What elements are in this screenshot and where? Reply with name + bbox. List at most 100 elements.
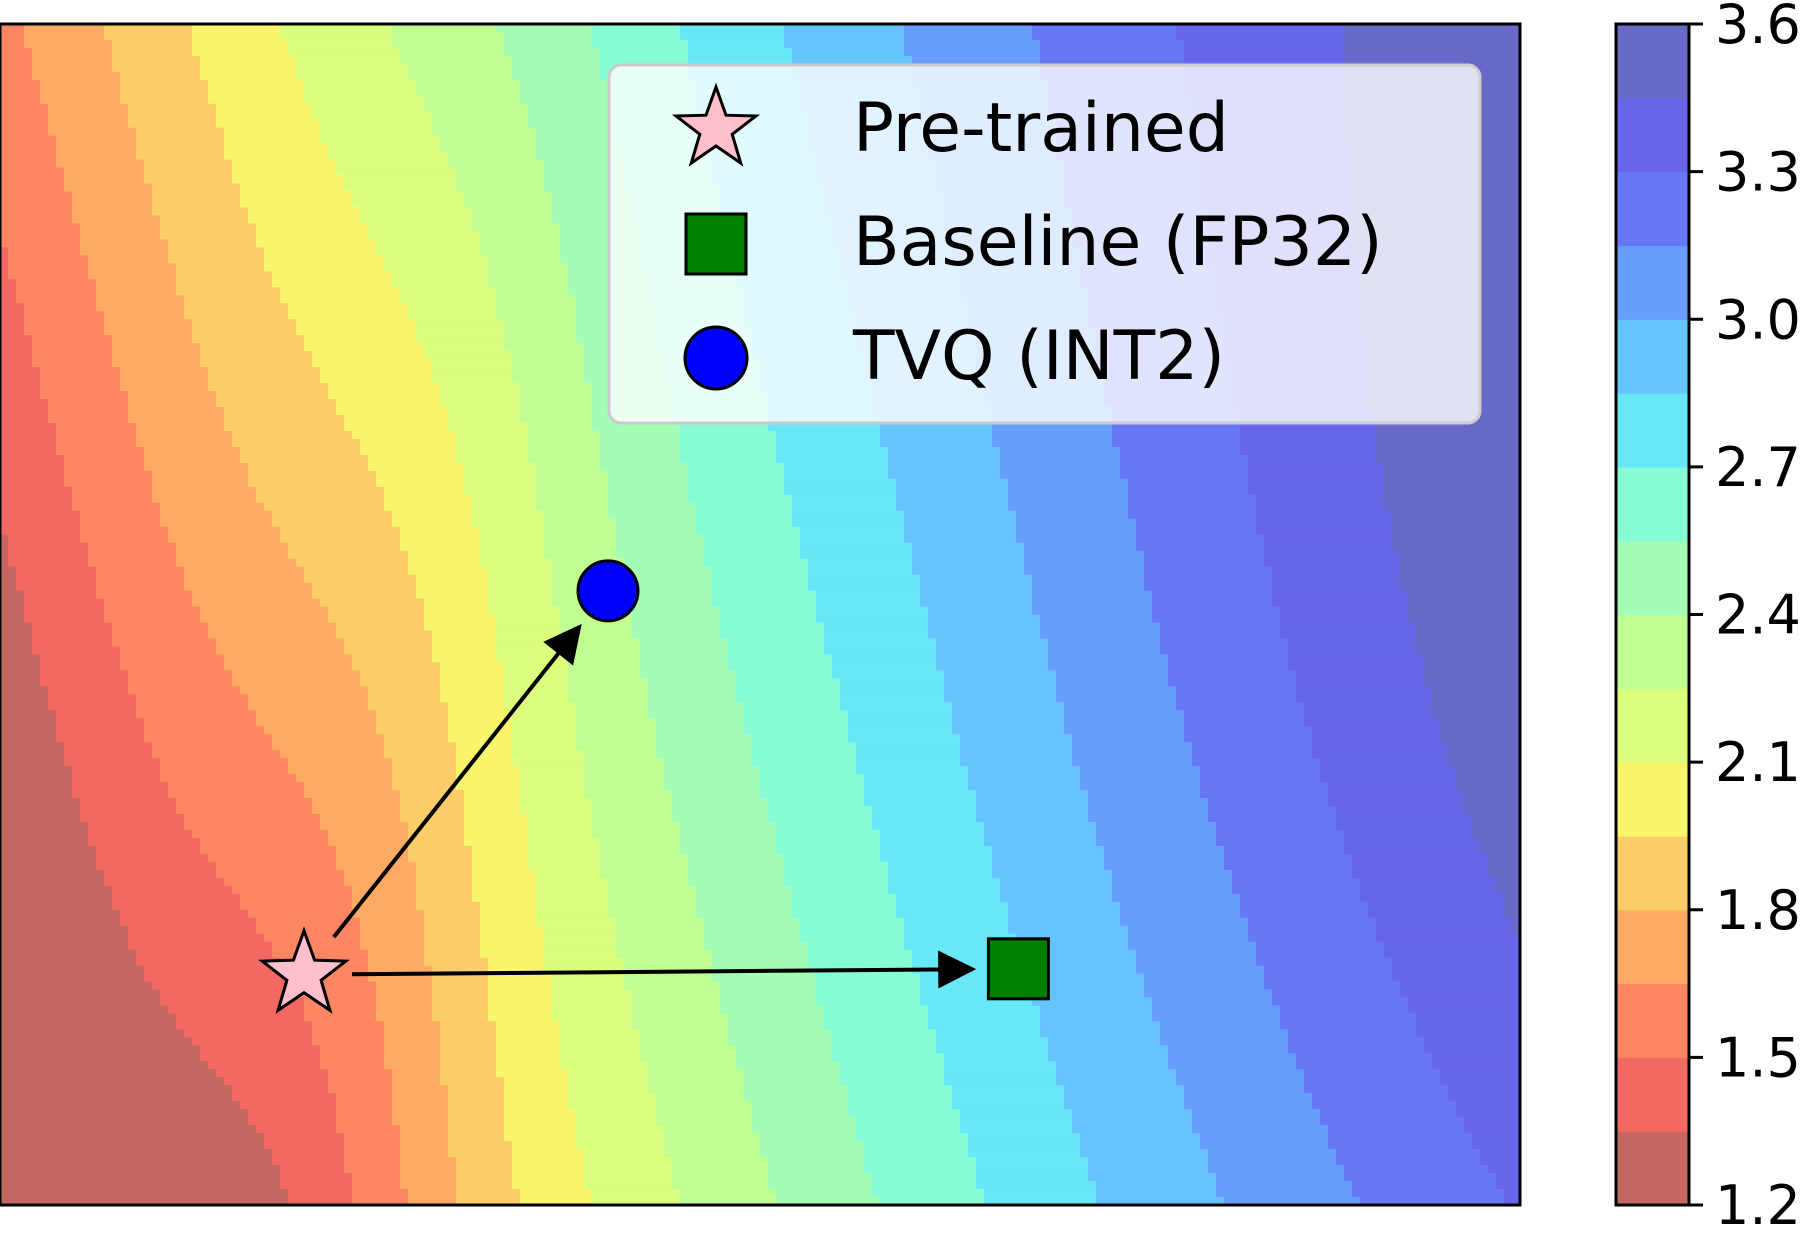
contour-cell [1488, 159, 1497, 169]
contour-cell [80, 111, 89, 121]
contour-cell [416, 207, 425, 217]
contour-cell [312, 87, 321, 97]
contour-cell [560, 207, 569, 217]
contour-cell [712, 31, 721, 41]
contour-cell [272, 199, 281, 209]
contour-cell [144, 39, 153, 49]
contour-cell [344, 63, 353, 73]
contour-cell [1208, 55, 1217, 65]
contour-cell [512, 159, 521, 169]
contour-cell [544, 183, 553, 193]
contour-cell [176, 223, 185, 233]
contour-cell [1504, 143, 1513, 153]
contour-cell [1080, 31, 1089, 41]
contour-cell [64, 63, 73, 73]
contour-cell [48, 207, 57, 217]
contour-cell [272, 135, 281, 145]
contour-cell [1224, 55, 1233, 65]
contour-cell [304, 151, 313, 161]
contour-cell [168, 231, 177, 241]
contour-cell [592, 71, 601, 81]
contour-cell [912, 24, 921, 33]
contour-cell [368, 231, 377, 241]
contour-cell [1200, 39, 1209, 49]
contour-cell [216, 143, 225, 153]
contour-cell [320, 183, 329, 193]
contour-cell [208, 151, 217, 161]
contour-cell [1240, 31, 1249, 41]
contour-cell [368, 223, 377, 233]
contour-cell [512, 151, 521, 161]
contour-cell [720, 24, 729, 33]
contour-cell [400, 143, 409, 153]
contour-cell [96, 71, 105, 81]
contour-cell [136, 223, 145, 233]
contour-cell [112, 24, 121, 33]
contour-cell [328, 31, 337, 41]
contour-cell [112, 71, 121, 81]
contour-cell [32, 119, 41, 129]
contour-cell [880, 31, 889, 41]
contour-cell [144, 151, 153, 161]
contour-cell [1280, 39, 1289, 49]
contour-cell [208, 95, 217, 105]
contour-cell [88, 79, 97, 89]
contour-cell [232, 183, 241, 193]
contour-cell [656, 31, 665, 41]
contour-cell [472, 151, 481, 161]
contour-cell [208, 135, 217, 145]
contour-cell [688, 47, 697, 57]
contour-cell [552, 151, 561, 161]
contour-cell [1232, 55, 1241, 65]
contour-cell [560, 223, 569, 233]
contour-cell [536, 24, 545, 33]
contour-cell [304, 47, 313, 57]
contour-cell [56, 159, 65, 169]
contour-cell [448, 127, 457, 137]
contour-cell [160, 55, 169, 65]
contour-cell [64, 167, 73, 177]
contour-cell [440, 39, 449, 49]
contour-cell [424, 55, 433, 65]
contour-cell [352, 111, 361, 121]
contour-cell [152, 55, 161, 65]
contour-cell [88, 87, 97, 97]
contour-cell [368, 24, 377, 33]
contour-cell [64, 71, 73, 81]
contour-cell [88, 47, 97, 57]
contour-cell [536, 55, 545, 65]
contour-cell [528, 175, 537, 185]
contour-cell [1192, 55, 1201, 65]
contour-cell [264, 39, 273, 49]
contour-cell [568, 207, 577, 217]
contour-cell [816, 39, 825, 49]
contour-cell [456, 39, 465, 49]
contour-cell [136, 167, 145, 177]
contour-cell [632, 31, 641, 41]
contour-cell [488, 183, 497, 193]
contour-cell [872, 24, 881, 33]
contour-cell [200, 191, 209, 201]
contour-cell [24, 103, 33, 113]
contour-cell [0, 87, 9, 97]
contour-cell [104, 103, 113, 113]
contour-cell [496, 103, 505, 113]
contour-cell [528, 55, 537, 65]
contour-cell [960, 39, 969, 49]
contour-cell [576, 111, 585, 121]
contour-cell [184, 47, 193, 57]
contour-cell [72, 167, 81, 177]
contour-cell [216, 55, 225, 65]
contour-cell [1448, 47, 1457, 57]
contour-cell [224, 87, 233, 97]
contour-cell [728, 31, 737, 41]
contour-cell [24, 199, 33, 209]
contour-cell [136, 207, 145, 217]
contour-cell [560, 151, 569, 161]
contour-cell [352, 127, 361, 137]
contour-cell [560, 127, 569, 137]
contour-cell [32, 63, 41, 73]
contour-cell [24, 31, 33, 41]
contour-cell [320, 231, 329, 241]
contour-cell [64, 175, 73, 185]
